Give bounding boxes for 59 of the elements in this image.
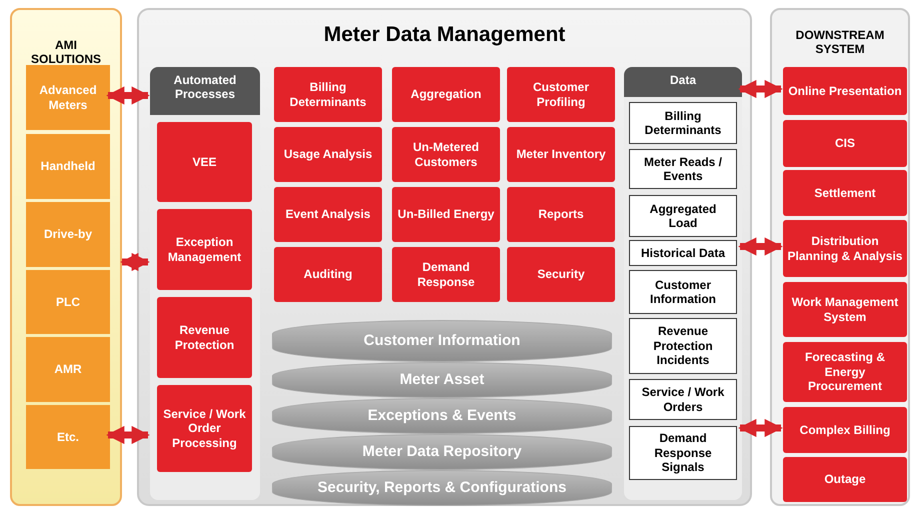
system-box: Handheld	[26, 134, 110, 199]
function-box: Usage Analysis	[274, 127, 382, 182]
double-arrow	[738, 418, 783, 438]
data-box: Historical Data	[629, 240, 737, 266]
panel-title: Meter Data Management	[322, 22, 566, 48]
function-box: Complex Billing	[783, 407, 907, 453]
database-layer: Meter Data Repository	[272, 434, 612, 470]
system-box: Advanced Meters	[26, 65, 110, 130]
panel-title: Automated Processes	[172, 73, 238, 102]
data-box: Customer Information	[629, 270, 737, 314]
data-box: Service / Work Orders	[629, 379, 737, 420]
data-box: Demand Response Signals	[629, 426, 737, 480]
function-box: Work Management System	[783, 282, 907, 337]
function-box: Exception Management	[157, 209, 252, 290]
double-arrow	[106, 86, 150, 105]
system-box: PLC	[26, 270, 110, 334]
function-box: Aggregation	[392, 67, 500, 122]
function-box: Billing Determinants	[274, 67, 382, 122]
panel-title: Data	[668, 73, 698, 88]
function-box: Online Presentation	[783, 67, 907, 115]
function-box: Customer Profiling	[507, 67, 615, 122]
double-arrow	[738, 237, 783, 256]
data-box: Meter Reads / Events	[629, 149, 737, 189]
data-box: Revenue Protection Incidents	[629, 318, 737, 374]
system-box: Drive-by	[26, 202, 110, 267]
database-layer: Customer Information	[272, 320, 612, 362]
function-box: Reports	[507, 187, 615, 242]
function-box: Distribution Planning & Analysis	[783, 220, 907, 277]
function-box: Security	[507, 247, 615, 302]
panel	[624, 67, 742, 500]
data-box: Billing Determinants	[629, 102, 737, 144]
function-box: Outage	[783, 457, 907, 502]
function-box: Auditing	[274, 247, 382, 302]
function-box: Event Analysis	[274, 187, 382, 242]
function-box: Service / Work Order Processing	[157, 385, 252, 472]
double-arrow	[120, 252, 150, 272]
system-box: AMR	[26, 337, 110, 402]
function-box: Forecasting & Energy Procurement	[783, 342, 907, 402]
function-box: Meter Inventory	[507, 127, 615, 182]
double-arrow	[106, 426, 150, 444]
function-box: Settlement	[783, 170, 907, 216]
database-layer: Exceptions & Events	[272, 398, 612, 434]
system-box: Etc.	[26, 405, 110, 469]
function-box: Demand Response	[392, 247, 500, 302]
function-box: VEE	[157, 122, 252, 202]
panel-title: AMI SOLUTIONS	[30, 38, 102, 67]
function-box: CIS	[783, 120, 907, 167]
database-layer: Security, Reports & Configurations	[272, 470, 612, 506]
function-box: Un-Metered Customers	[392, 127, 500, 182]
function-box: Revenue Protection	[157, 297, 252, 378]
function-box: Un-Billed Energy	[392, 187, 500, 242]
double-arrow	[738, 80, 783, 98]
database-layer: Meter Asset	[272, 362, 612, 398]
panel-title: DOWNSTREAM SYSTEM	[794, 28, 886, 57]
panel	[150, 67, 260, 500]
panel	[770, 8, 910, 506]
panel	[10, 8, 122, 506]
panel	[137, 8, 752, 506]
data-box: Aggregated Load	[629, 195, 737, 237]
